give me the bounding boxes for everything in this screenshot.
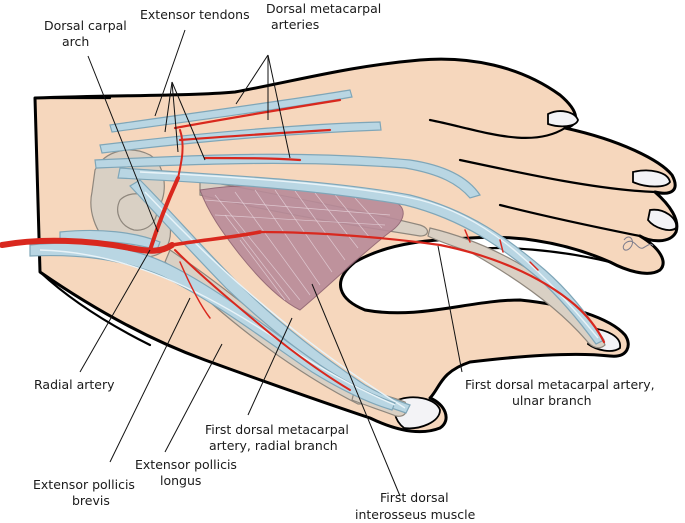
extensor-tendon [94, 153, 481, 199]
label-first-dorsal-metacarpal-artery-ulnar-branch: First dorsal metacarpal artery, ulnar br… [465, 377, 659, 408]
wrist-edge [38, 270, 152, 347]
label-dorsal-carpal-arch: Dorsal carpal arch [44, 18, 131, 49]
dorsal-metacarpal-artery [178, 128, 332, 142]
finger-separation-line [498, 203, 642, 238]
labels: Dorsal carpal arch Extensor tendons Dors… [33, 1, 659, 522]
label-first-dorsal-metacarpal-artery-radial-branch: First dorsal metacarpal artery, radial b… [205, 422, 353, 453]
label-extensor-pollicis-longus: Extensor pollicis longus [135, 457, 241, 488]
first-dorsal-metacarpal-artery-ulnar-branch [258, 230, 606, 344]
first-dorsal-metacarpal-artery [170, 230, 262, 247]
first-dorsal-interosseus-muscle [199, 185, 404, 311]
extensor-tendon [109, 89, 353, 133]
label-radial-artery: Radial artery [34, 377, 115, 392]
extensor-tendon-index [117, 167, 605, 345]
dorsal-metacarpal-artery [173, 98, 342, 130]
label-extensor-pollicis-brevis: Extensor pollicis brevis [33, 477, 139, 508]
label-first-dorsal-interosseus-muscle: First dorsal interosseus muscle [355, 490, 476, 522]
muscle-fibers [204, 189, 391, 301]
fingernail [647, 208, 677, 231]
label-extensor-tendons: Extensor tendons [140, 7, 250, 22]
knuckle-wrinkle [622, 236, 654, 251]
leader-lines [79, 29, 463, 497]
dorsal-metacarpal-artery [203, 156, 302, 162]
finger-separation-line [428, 118, 567, 139]
radial-artery [0, 237, 175, 254]
arteries [0, 98, 606, 391]
label-dorsal-metacarpal-arteries: Dorsal metacarpal arteries [266, 1, 385, 32]
dorsal-carpal-arch-artery [148, 176, 180, 252]
extensor-tendons [29, 89, 605, 414]
fingernail [547, 110, 579, 128]
fingernails [393, 110, 677, 430]
extensor-pollicis-brevis-tendon [29, 242, 396, 411]
first-dorsal-metacarpal-artery-radial-branch [174, 249, 351, 391]
fingernail [632, 169, 671, 188]
extensor-tendon [99, 121, 382, 154]
finger-separation-line [458, 158, 657, 194]
